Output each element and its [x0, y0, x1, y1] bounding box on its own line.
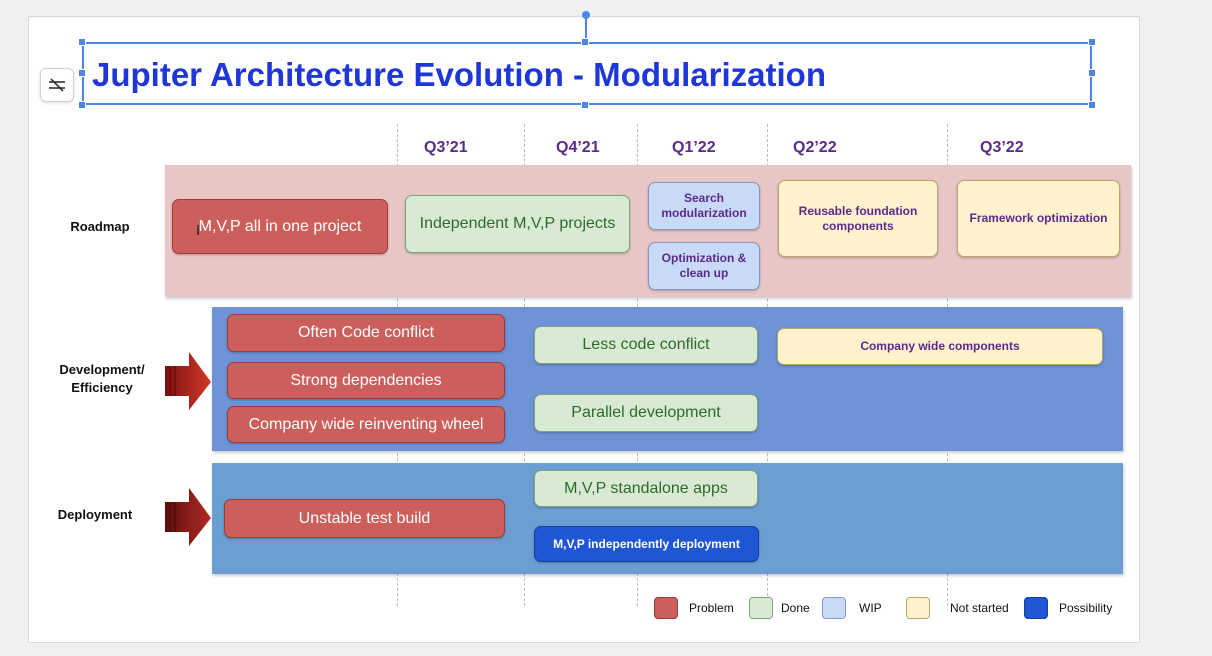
legend-swatch-not-started: [906, 597, 930, 619]
dev-reinventing-wheel[interactable]: Company wide reinventing wheel: [227, 406, 505, 443]
row-label-development: Development/ Efficiency: [59, 362, 145, 395]
right-arrow-icon: [163, 486, 213, 550]
text-cursor-icon: I: [196, 222, 201, 239]
deploy-unstable-test-build[interactable]: Unstable test build: [224, 499, 505, 538]
slide-title[interactable]: Jupiter Architecture Evolution - Modular…: [92, 56, 826, 93]
legend-swatch-problem: [654, 597, 678, 619]
legend-swatch-done: [749, 597, 773, 619]
legend-label-wip: WIP: [859, 601, 882, 615]
quarter-q1-22: Q1’22: [672, 139, 716, 156]
format-toolbar-button[interactable]: [40, 68, 74, 102]
rotation-handle-stem[interactable]: [585, 16, 587, 42]
resize-handle-bottom[interactable]: [581, 101, 589, 109]
resize-handle-top[interactable]: [581, 38, 589, 46]
legend-swatch-wip: [822, 597, 846, 619]
deploy-independent-deployment[interactable]: M,V,P independently deployment: [534, 526, 759, 562]
dev-strong-dependencies[interactable]: Strong dependencies: [227, 362, 505, 399]
quarter-q3-21: Q3’21: [424, 139, 468, 156]
dev-less-code-conflict[interactable]: Less code conflict: [534, 326, 758, 364]
resize-handle-top-right[interactable]: [1088, 38, 1096, 46]
roadmap-reusable-foundation[interactable]: Reusable foundation components: [778, 180, 938, 257]
roadmap-search-modularization[interactable]: Search modularization: [648, 182, 760, 230]
roadmap-mvp-all-in-one[interactable]: M,V,P all in one project: [172, 199, 388, 254]
roadmap-optimization-cleanup[interactable]: Optimization & clean up: [648, 242, 760, 290]
resize-handle-left[interactable]: [78, 69, 86, 77]
legend-swatch-possibility: [1024, 597, 1048, 619]
deploy-standalone-apps[interactable]: M,V,P standalone apps: [534, 470, 758, 507]
legend-label-problem: Problem: [689, 601, 734, 615]
roadmap-independent-projects[interactable]: Independent M,V,P projects: [405, 195, 630, 253]
row-label-deployment: Deployment: [57, 507, 133, 522]
quarter-q2-22: Q2’22: [793, 139, 837, 156]
quarter-q4-21: Q4’21: [556, 139, 600, 156]
resize-handle-right[interactable]: [1088, 69, 1096, 77]
resize-handle-top-left[interactable]: [78, 38, 86, 46]
strikethrough-lines-icon: [49, 78, 65, 92]
legend-label-done: Done: [781, 601, 810, 615]
resize-handle-bottom-right[interactable]: [1088, 101, 1096, 109]
dev-often-code-conflict[interactable]: Often Code conflict: [227, 314, 505, 352]
quarter-q3-22: Q3’22: [980, 139, 1024, 156]
right-arrow-icon: [163, 350, 213, 414]
rotation-handle[interactable]: [582, 11, 590, 19]
dev-parallel-development[interactable]: Parallel development: [534, 394, 758, 432]
resize-handle-bottom-left[interactable]: [78, 101, 86, 109]
dev-company-wide-components[interactable]: Company wide components: [777, 328, 1103, 365]
legend-label-not-started: Not started: [950, 601, 1009, 615]
legend-label-possibility: Possibility: [1059, 601, 1113, 615]
roadmap-framework-optimization[interactable]: Framework optimization: [957, 180, 1120, 257]
row-label-roadmap: Roadmap: [70, 219, 130, 234]
